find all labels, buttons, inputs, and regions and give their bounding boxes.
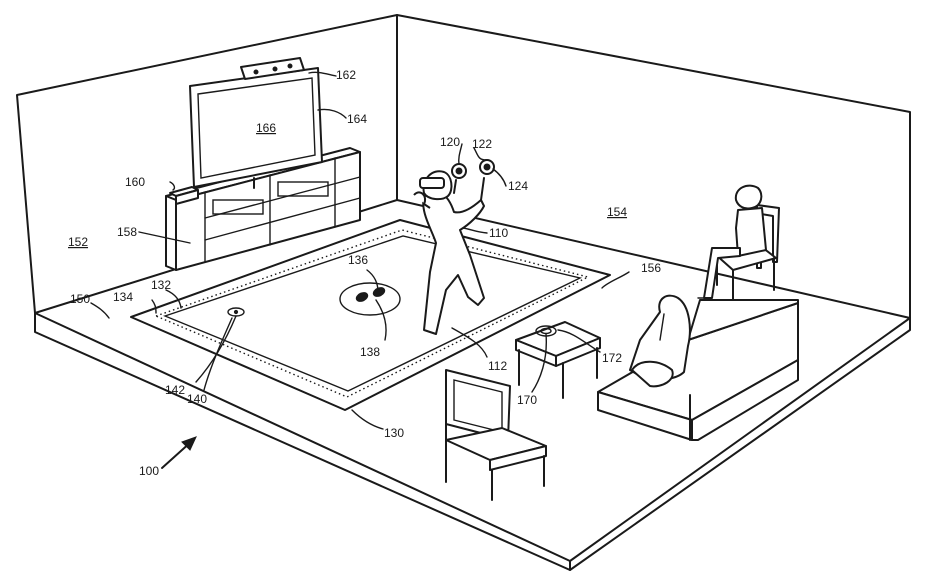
label-134: 134 — [113, 290, 133, 304]
label-100: 100 — [139, 464, 159, 478]
seated-person-couch — [629, 294, 691, 388]
vr-user — [413, 170, 485, 335]
foot-positions-marker — [339, 282, 401, 316]
label-152: 152 — [68, 235, 88, 249]
label-162: 162 — [336, 68, 356, 82]
coffee-table — [515, 321, 601, 399]
play-area-rug — [130, 219, 611, 411]
room-walls — [16, 14, 911, 571]
front-chair — [445, 369, 547, 501]
label-122: 122 — [472, 137, 492, 151]
label-138: 138 — [360, 345, 380, 359]
label-140: 140 — [187, 392, 207, 406]
reference-numerals: 162 164 166 160 158 152 120 122 124 154 … — [68, 68, 661, 478]
label-130: 130 — [384, 426, 404, 440]
console-device — [169, 186, 199, 205]
boundary-marker — [227, 307, 245, 317]
seated-person-right — [697, 184, 767, 299]
label-112: 112 — [488, 359, 507, 373]
label-170: 170 — [517, 393, 537, 407]
label-160: 160 — [125, 175, 145, 189]
label-120: 120 — [440, 135, 460, 149]
label-164: 164 — [347, 112, 367, 126]
label-110: 110 — [489, 226, 508, 240]
label-132: 132 — [151, 278, 171, 292]
label-154: 154 — [607, 205, 627, 219]
label-172: 172 — [602, 351, 622, 365]
leader-lines — [90, 71, 630, 469]
label-150: 150 — [70, 292, 90, 306]
depth-camera-sensor — [240, 57, 305, 80]
label-156: 156 — [641, 261, 661, 275]
couch — [597, 299, 799, 441]
vr-controllers — [451, 159, 495, 179]
label-166: 166 — [256, 121, 276, 135]
label-136: 136 — [348, 253, 368, 267]
label-142: 142 — [165, 383, 185, 397]
label-124: 124 — [508, 179, 528, 193]
label-158: 158 — [117, 225, 137, 239]
